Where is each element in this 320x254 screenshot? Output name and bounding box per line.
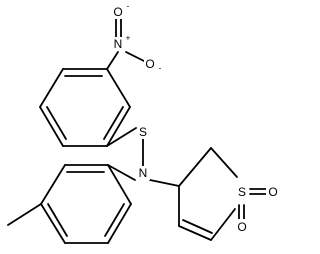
bond-ring-nitro-n [106, 51, 119, 70]
sulfone-o-right-label: O [268, 185, 277, 199]
atom-sulfone-o-bottom: O [235, 219, 249, 234]
bond-ring-thio-s [106, 127, 137, 147]
bond-ring2-3 [40, 203, 66, 244]
bond-ring2-6 [107, 164, 132, 205]
bond-ring1-5 [106, 106, 131, 147]
bond-methyl [7, 203, 42, 226]
bond-ring2-inner-3 [104, 203, 125, 237]
bond-c5-c4 [178, 225, 212, 241]
atom-nitro-o-top: O - [112, 2, 130, 19]
bond-c5-c4-inner [182, 219, 213, 234]
nitro-o-side-charge: - [159, 64, 162, 73]
atom-labels: O - N + O - S N S O [112, 2, 280, 234]
bond-ring1-2 [39, 68, 64, 108]
bond-ring1-inner-2 [46, 106, 67, 140]
molecule-structure: O - N + O - S N S O [7, 1, 280, 244]
bond-ring1-3 [39, 106, 64, 147]
amine-n-label: N [139, 166, 148, 180]
bond-c2-s1 [210, 147, 238, 178]
atom-sulfone-s: S [235, 184, 249, 199]
bond-ring2-5 [107, 203, 132, 244]
bond-amine-n-c3 [149, 179, 180, 187]
atom-nitro-n: N + [112, 34, 131, 51]
bond-ring2-inner-2 [47, 203, 68, 237]
sulfone-o-bottom-label: O [237, 220, 246, 234]
bond-ring1-inner-3 [103, 106, 124, 140]
atom-thio-s: S [137, 125, 150, 139]
nitro-o-top-label: O [113, 5, 122, 19]
bond-ring2-2 [40, 164, 66, 205]
nitro-o-side-label: O [145, 57, 154, 71]
nitro-n-charge: + [126, 34, 131, 43]
nitro-o-top-charge: - [127, 2, 130, 11]
sulfone-s-label: S [238, 185, 246, 199]
bond-s1-c5 [210, 208, 236, 241]
thio-s-label: S [139, 125, 147, 139]
bonds [7, 17, 267, 244]
atom-sulfone-o-right: O [266, 184, 280, 199]
atom-amine-n: N [137, 166, 150, 180]
bond-nitro-n-o-side [125, 51, 145, 62]
bond-ring1-6 [106, 68, 131, 108]
atom-nitro-o-side: O - [144, 57, 162, 73]
bond-c3-c2 [178, 147, 212, 187]
bond-amine-n-tolyl [107, 164, 136, 181]
nitro-n-label: N [114, 37, 123, 51]
